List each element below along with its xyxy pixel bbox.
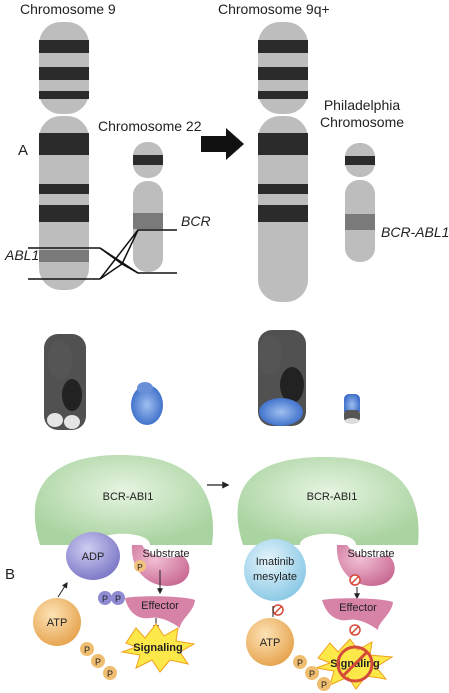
substrate-p: P [137, 562, 143, 572]
micrograph-chromosome-22 [131, 382, 163, 425]
effector-blocked-icon [350, 625, 360, 635]
bcr-label: BCR [181, 213, 211, 229]
atp-label-right: ATP [260, 637, 281, 649]
right-kinase-scheme: BCR-ABI1 Imatinib mesylate Substrate Eff… [238, 457, 419, 691]
chr22-title: Chromosome 22 [98, 118, 202, 134]
atp-blocked-icon [273, 605, 283, 615]
translocation-arrow [201, 128, 244, 160]
panel-a: A Chromosome 9 Chromosome 9q+ Chromosome… [4, 1, 449, 430]
signaling-label-left: Signaling [133, 642, 183, 654]
kinase-label-right: BCR-ABI1 [307, 491, 358, 503]
substrate-label-left: Substrate [142, 548, 189, 560]
chromosome-9 [39, 22, 89, 290]
imatinib-molecule [244, 539, 306, 601]
micrograph-chromosome-9q-plus [258, 330, 306, 426]
panel-a-letter: A [18, 142, 28, 159]
chromosome-9q-plus [258, 22, 308, 302]
atp-left-p3: P [107, 669, 113, 679]
substrate-label-right: Substrate [347, 548, 394, 560]
abl1-label: ABL1 [4, 247, 39, 263]
atp-right-p1: P [297, 658, 303, 668]
atp-left-p2: P [95, 657, 101, 667]
atp-to-kinase-arrow [58, 583, 67, 597]
chr9q-title: Chromosome 9q+ [218, 1, 330, 17]
substrate-blocked-icon [350, 575, 360, 585]
micrograph-philadelphia [344, 394, 360, 424]
left-kinase-scheme: BCR-ABI1 ADP P P Substrate P Effector Si… [33, 455, 213, 680]
atp-right-p2: P [309, 669, 315, 679]
philadelphia-chromosome [345, 143, 375, 262]
adp-p2: P [115, 594, 121, 604]
effector-label-left: Effector [141, 600, 179, 612]
adp-p1: P [102, 594, 108, 604]
panel-b-letter: B [5, 566, 15, 583]
kinase-label-left: BCR-ABI1 [103, 491, 154, 503]
philadelphia-title-line2: Chromosome [320, 114, 404, 130]
atp-right-p3: P [321, 680, 327, 690]
effector-label-right: Effector [339, 602, 377, 614]
chromosome-22 [133, 142, 163, 272]
imatinib-label-line2: mesylate [253, 571, 297, 583]
chr9-title: Chromosome 9 [20, 1, 116, 17]
imatinib-label-line1: Imatinib [256, 556, 295, 568]
adp-label: ADP [82, 551, 105, 563]
bcr-abl1-label: BCR-ABL1 [381, 224, 449, 240]
panel-b: B BCR-ABI1 ADP P P Substrate P Effector [5, 455, 419, 691]
atp-left-p1: P [84, 645, 90, 655]
micrograph-chromosome-9 [44, 334, 86, 430]
atp-label-left: ATP [47, 617, 68, 629]
philadelphia-title-line1: Philadelphia [324, 97, 400, 113]
